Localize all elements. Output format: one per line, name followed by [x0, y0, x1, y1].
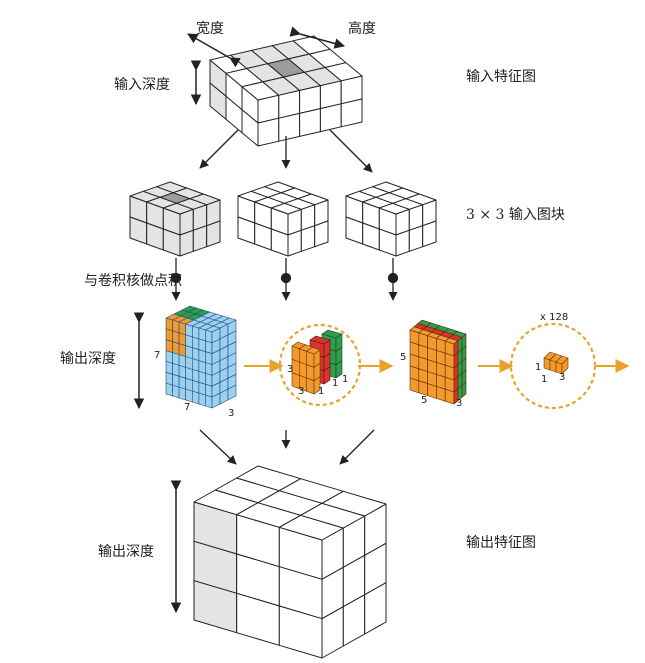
- front-cell: [306, 377, 315, 395]
- side-cell: [323, 366, 331, 385]
- top-cell: [555, 355, 569, 365]
- input-patch-1: [129, 181, 221, 257]
- arrow-to-output-3: [339, 429, 375, 465]
- output-depth-label-bottom: 输出深度: [98, 544, 154, 560]
- tiny-dim-width: 1: [541, 374, 548, 385]
- top-cell: [321, 490, 387, 517]
- blue-kernel-volume: [165, 305, 237, 409]
- blue-dim-width: 7: [184, 402, 191, 413]
- front-cell: [165, 382, 173, 397]
- front-cell: [178, 386, 186, 401]
- top-cell: [221, 317, 237, 325]
- circle-highlight-2: [509, 322, 597, 410]
- front-cell: [444, 388, 455, 405]
- tiny-dim-height: 1: [535, 362, 542, 373]
- front-cell: [198, 392, 206, 407]
- output-feature-map-label: 输出特征图: [466, 535, 536, 551]
- top-cell: [309, 335, 331, 345]
- side-cell: [340, 98, 363, 128]
- width-arrow: [187, 33, 241, 68]
- circle-dim-width: 3: [298, 386, 305, 397]
- dot-product-label: 与卷积核做点积: [84, 273, 182, 289]
- top-cell: [321, 329, 343, 339]
- side-cell: [422, 220, 437, 248]
- circle-dim-red2: 1: [332, 378, 339, 389]
- output-feature-map-cube: [193, 465, 387, 659]
- side-cell: [335, 360, 343, 379]
- front-cell: [418, 380, 428, 396]
- tiny-dim-depth: 3: [559, 372, 566, 383]
- side-cell: [408, 225, 424, 252]
- front-cell: [192, 390, 200, 405]
- orange-result-block: [409, 319, 467, 405]
- side-cell: [313, 376, 321, 395]
- input-patch-3: [345, 181, 437, 257]
- blue-dim-height: 7: [154, 350, 161, 361]
- orange-dim-depth: 3: [456, 398, 463, 409]
- circle-dim-height: 3: [287, 364, 294, 375]
- arrow-to-patch-1: [199, 129, 239, 169]
- circle-kernel-block: [291, 329, 343, 395]
- side-cell: [300, 225, 316, 252]
- top-cell: [297, 193, 329, 206]
- side-cell: [257, 117, 280, 147]
- side-cell: [206, 220, 221, 248]
- circle-dim-red: 1: [318, 386, 325, 397]
- circle-dim-green: 1: [342, 374, 349, 385]
- front-cell: [409, 377, 420, 394]
- input-feature-map-label: 输入特征图: [466, 69, 536, 85]
- side-cell: [192, 225, 208, 252]
- height-arrow: [289, 26, 346, 49]
- side-cell: [364, 582, 387, 635]
- front-cell: [205, 394, 213, 409]
- input-patches-label: 3 × 3 输入图块: [466, 207, 565, 223]
- side-cell: [299, 108, 321, 137]
- orange-dim-width: 5: [421, 395, 428, 406]
- input-depth-label: 输入深度: [114, 77, 170, 93]
- side-cell: [319, 103, 342, 133]
- front-cell: [172, 384, 180, 399]
- side-cell: [227, 384, 237, 401]
- top-cell: [405, 193, 437, 206]
- output-depth-label-mid: 输出深度: [60, 351, 116, 367]
- front-cell: [427, 383, 437, 399]
- tiny-result-block: [543, 351, 569, 375]
- top-cell: [189, 193, 221, 206]
- side-cell: [395, 229, 410, 257]
- top-cell: [306, 346, 321, 355]
- front-cell: [436, 386, 446, 402]
- side-cell: [314, 220, 329, 248]
- side-cell: [179, 229, 194, 257]
- top-cell: [324, 62, 363, 82]
- input-feature-map-cube: [209, 35, 363, 147]
- top-cell: [452, 330, 467, 338]
- orange-dim-height: 5: [400, 352, 407, 363]
- side-cell: [287, 229, 302, 257]
- circle-highlight-1: [278, 323, 362, 407]
- width-label: 宽度: [196, 21, 224, 37]
- side-cell: [461, 381, 467, 398]
- kernel-count-label: x 128: [540, 312, 569, 323]
- arrow-to-output-1: [199, 429, 237, 465]
- blue-dim-depth: 3: [228, 408, 235, 419]
- side-cell: [278, 112, 301, 142]
- input-patch-2: [237, 181, 329, 257]
- front-cell: [185, 388, 193, 403]
- height-label: 高度: [348, 21, 376, 37]
- dot-product-arrows: [170, 258, 399, 301]
- arrow-to-patch-3: [329, 129, 373, 173]
